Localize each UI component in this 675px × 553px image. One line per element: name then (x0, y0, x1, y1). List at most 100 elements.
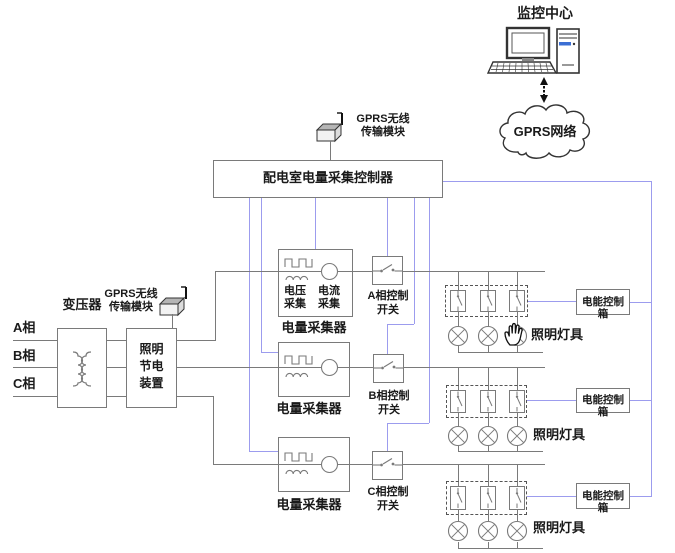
g1-lamp-icon-2 (477, 325, 499, 347)
gprs-module-top-line2: 传输模块 (361, 125, 405, 138)
g1-switch-panel (445, 285, 528, 317)
g3-lamp-switch-3 (509, 486, 525, 510)
control-box-3-label: 电能控制箱 (582, 490, 624, 515)
g3-lead-2 (488, 510, 489, 521)
g2-drop-2 (488, 367, 489, 390)
signal-bus-h (443, 181, 651, 182)
collector1-box (278, 249, 353, 317)
g2-switch-panel (446, 385, 527, 418)
switch-a-label-line2: 开关 (377, 304, 399, 316)
signal-drop-collector3 (249, 198, 250, 451)
updown-arrow-icon (540, 77, 548, 103)
gprs-module-left-label: GPRS无线 传输模块 (100, 288, 162, 313)
g3-lamp-switch-2 (480, 486, 496, 510)
controller-label: 配电室电量采集控制器 (262, 170, 393, 185)
signal-drop-switch-a (387, 198, 388, 256)
g2-lead-1 (458, 413, 459, 426)
phase-c-label: C相 (13, 376, 36, 391)
g1-drop-1 (458, 271, 459, 290)
g2-lamp-icon-3 (506, 425, 528, 447)
g1-drop-2 (488, 271, 489, 290)
g3-lamps-label: 照明灯具 (533, 520, 586, 535)
signal-stub-1 (630, 302, 651, 303)
g2-lamps-label: 照明灯具 (533, 427, 586, 442)
collector1-coil-icon (284, 258, 313, 281)
switch-a-box (372, 256, 403, 285)
g2-lamp-switch-icon-2 (486, 391, 493, 412)
g1-lamp-switch-1 (450, 290, 466, 312)
g1-tail-1 (458, 346, 459, 352)
g2-tail-1 (458, 446, 459, 451)
g2-bus (458, 451, 543, 452)
g3-lamp-switch-icon-2 (486, 488, 493, 508)
wire-gprs-top (330, 141, 331, 160)
g3-lamp-icon-1 (447, 520, 469, 542)
signal-drop-switch-b2 (387, 324, 414, 325)
power-saver-box: 照明 节电 装置 (126, 328, 177, 408)
switch-c-label-line1: C相控制 (367, 486, 409, 498)
g1-lead-2 (488, 312, 489, 326)
hand-cursor-icon (504, 322, 523, 346)
gprs-module-left-line2: 传输模块 (109, 300, 153, 313)
g1-tail-2 (488, 346, 489, 352)
signal-link-group1 (528, 301, 576, 302)
g3-lamp-icon-2 (477, 520, 499, 542)
collector1-voltage-label: 电压采集 (284, 285, 306, 310)
signal-drop-switch-b1 (414, 198, 415, 324)
collector1-label: 电量采集器 (281, 320, 347, 335)
switch-a-label-line1: A相控制 (367, 290, 409, 302)
g1-lamp-switch-icon-1 (456, 291, 463, 311)
control-box-2-label: 电能控制箱 (582, 394, 624, 419)
g2-tail-3 (517, 446, 518, 451)
g1-lamp-switch-icon-3 (515, 291, 522, 311)
g1-lamp-switch-2 (480, 290, 496, 312)
transformer-winding-icon (72, 351, 92, 387)
phase-a-riser (215, 271, 216, 341)
g2-lamp-switch-3 (509, 390, 525, 413)
control-box-2: 电能控制箱 (576, 388, 630, 418)
g2-tail-2 (488, 446, 489, 451)
g2-lead-3 (517, 413, 518, 426)
wire-gprs-left (172, 314, 173, 328)
signal-drop-collector2-h (261, 352, 278, 353)
switch-b-label-line2: 开关 (378, 404, 400, 416)
signal-link-group2 (527, 400, 576, 401)
g1-drop-3 (517, 271, 518, 290)
g1-tail-3 (517, 346, 518, 352)
signal-stub-3 (630, 496, 651, 497)
switch-c-label-line2: 开关 (377, 500, 399, 512)
controller-box: 配电室电量采集控制器 (213, 160, 443, 198)
g3-tail-1 (458, 542, 459, 548)
phase-b-line (13, 367, 545, 368)
g3-tail-3 (517, 542, 518, 548)
signal-drop-collector3-h (249, 451, 278, 452)
collector1-current-label: 电流采集 (318, 285, 340, 310)
monitoring-center-label: 监控中心 (517, 5, 573, 21)
control-box-1: 电能控制箱 (576, 289, 630, 320)
switch-c-icon (373, 458, 402, 467)
g2-lamp-switch-icon-3 (515, 391, 522, 412)
signal-drop-collector1 (315, 198, 316, 249)
signal-drop-switch-b3 (387, 324, 388, 354)
g1-lamp-icon-1 (447, 325, 469, 347)
g3-drop-1 (458, 464, 459, 486)
signal-drop-switch-c2 (387, 423, 429, 424)
phase-b-label: B相 (13, 348, 36, 363)
g1-lead-3 (517, 312, 518, 326)
collector2-label: 电量采集器 (276, 401, 342, 416)
g3-lead-1 (458, 510, 459, 521)
gprs-module-top-label: GPRS无线 传输模块 (347, 113, 419, 138)
control-box-1-label: 电能控制箱 (582, 296, 624, 321)
phase-a-line-left (13, 340, 215, 341)
computer-icon (486, 26, 580, 74)
g2-lead-2 (488, 413, 489, 426)
g3-switch-panel (446, 481, 527, 515)
g2-drop-3 (517, 367, 518, 390)
g1-lamps-label: 照明灯具 (531, 327, 584, 342)
phase-c-dropper (213, 396, 214, 464)
gprs-cloud-label: GPRS网络 (513, 124, 577, 139)
g3-bus (458, 548, 543, 549)
signal-bus-v (651, 181, 652, 497)
power-saver-line2: 节电 (139, 359, 164, 373)
